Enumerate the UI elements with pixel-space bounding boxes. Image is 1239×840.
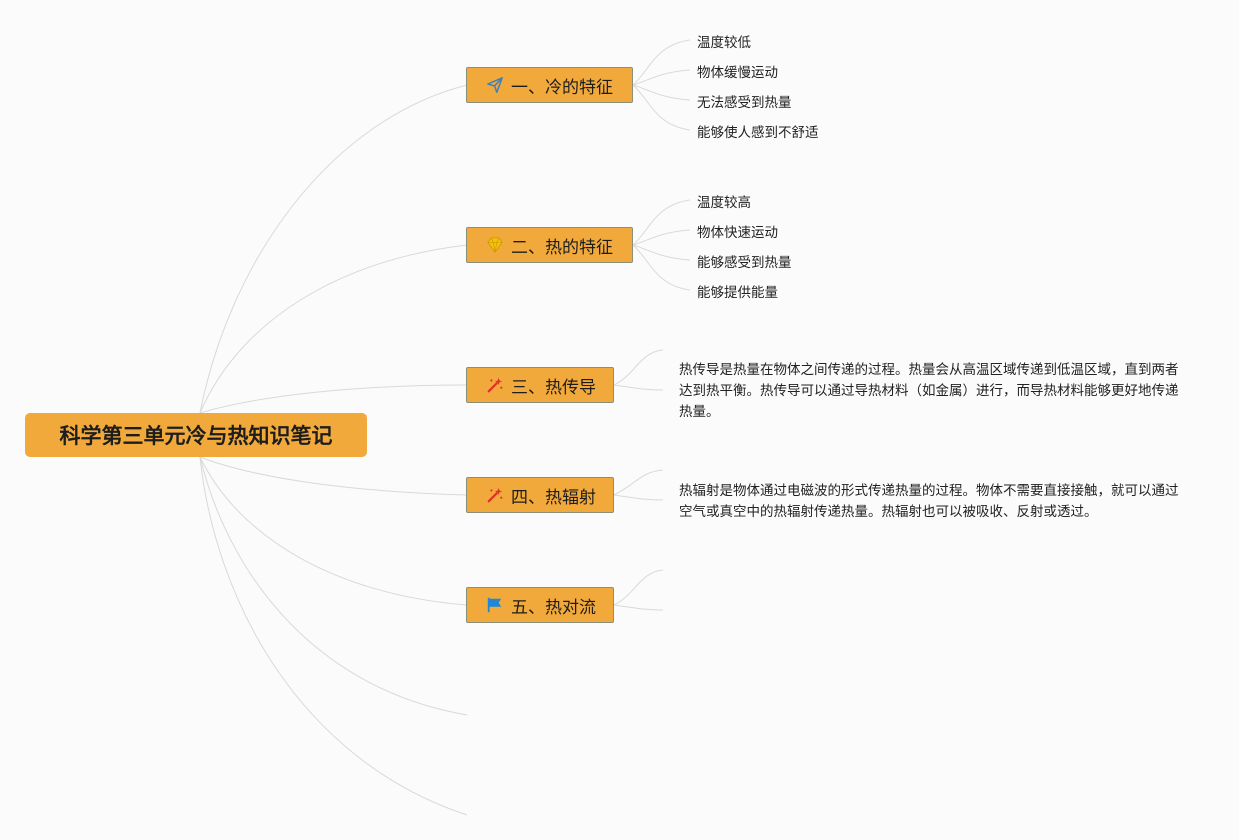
topic-label: 四、热辐射 xyxy=(511,487,596,508)
link-topic-1-leaf-2 xyxy=(632,69,691,86)
topic-node-heat[interactable]: 二、热的特征 xyxy=(466,227,633,263)
leaf-item[interactable]: 能够使人感到不舒适 xyxy=(697,125,819,141)
link-topic-1-leaf-3 xyxy=(632,84,691,101)
topic-node-convection[interactable]: 五、热对流 xyxy=(466,587,614,623)
paper-plane-icon xyxy=(485,75,505,95)
link-topic-3-text-a xyxy=(613,349,664,386)
leaf-item[interactable]: 物体缓慢运动 xyxy=(697,65,778,81)
flag-icon xyxy=(485,595,505,615)
link-topic-5-b xyxy=(613,604,664,611)
magic-wand-icon xyxy=(485,375,505,395)
link-topic-4-text-b xyxy=(613,494,664,501)
link-root-topic-5 xyxy=(199,456,468,606)
topic-description[interactable]: 热辐射是物体通过电磁波的形式传递热量的过程。物体不需要直接接触，就可以通过空气或… xyxy=(679,483,1179,520)
diamond-icon xyxy=(485,235,505,255)
magic-wand-icon xyxy=(485,485,505,505)
leaf-item[interactable]: 物体快速运动 xyxy=(697,225,778,241)
link-root-topic-1 xyxy=(199,84,468,414)
topic-node-conduction[interactable]: 三、热传导 xyxy=(466,367,614,403)
link-root-empty-2 xyxy=(199,456,468,816)
topic-label: 三、热传导 xyxy=(511,377,596,398)
leaf-item[interactable]: 能够提供能量 xyxy=(697,285,778,301)
link-topic-5-a xyxy=(613,569,664,606)
link-topic-4-text-a xyxy=(613,469,664,496)
topic-node-radiation[interactable]: 四、热辐射 xyxy=(466,477,614,513)
leaf-item[interactable]: 温度较低 xyxy=(697,35,751,51)
link-root-empty-1 xyxy=(199,456,468,716)
leaf-item[interactable]: 温度较高 xyxy=(697,195,751,211)
topic-node-cold[interactable]: 一、冷的特征 xyxy=(466,67,633,103)
link-topic-2-leaf-1 xyxy=(632,199,691,246)
topic-label: 五、热对流 xyxy=(511,597,596,618)
link-topic-1-leaf-4 xyxy=(632,84,691,131)
link-topic-1-leaf-1 xyxy=(632,39,691,86)
leaf-item[interactable]: 无法感受到热量 xyxy=(697,95,792,111)
topic-description[interactable]: 热传导是热量在物体之间传递的过程。热量会从高温区域传递到低温区域，直到两者达到热… xyxy=(679,362,1179,420)
link-topic-2-leaf-4 xyxy=(632,244,691,291)
leaf-item[interactable]: 能够感受到热量 xyxy=(697,255,792,271)
link-root-topic-4 xyxy=(199,456,468,496)
topic-label: 一、冷的特征 xyxy=(511,77,613,98)
link-topic-2-leaf-3 xyxy=(632,244,691,261)
root-node[interactable]: 科学第三单元冷与热知识笔记 xyxy=(25,413,367,457)
link-topic-2-leaf-2 xyxy=(632,229,691,246)
root-title: 科学第三单元冷与热知识笔记 xyxy=(59,424,333,448)
topic-label: 二、热的特征 xyxy=(511,237,613,258)
link-topic-3-text-b xyxy=(613,384,664,391)
link-root-topic-2 xyxy=(199,244,468,414)
link-root-topic-3 xyxy=(199,384,468,414)
